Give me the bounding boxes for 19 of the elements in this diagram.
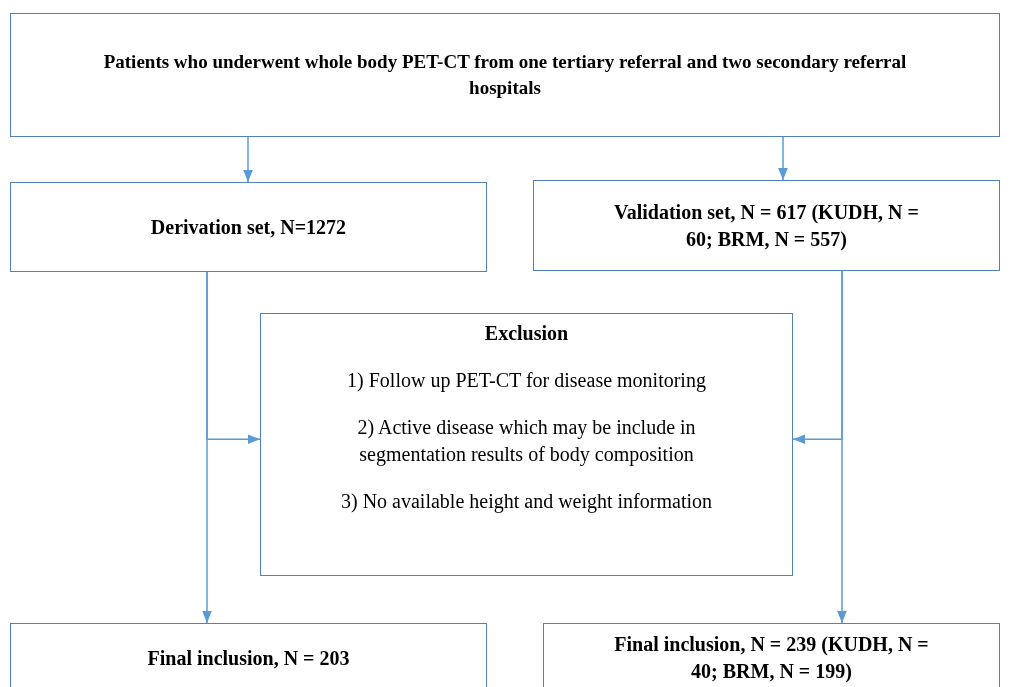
arrow: [837, 270, 847, 624]
process-box: [533, 180, 1000, 271]
exclusion-item: 3) No available height and weight information: [341, 489, 712, 515]
arrow: [243, 136, 253, 183]
exclusion-item: 2) Active disease which may be include in segmentation results of body composition: [356, 415, 697, 468]
exclusion-item: 1) Follow up PET-CT for disease monitoring: [347, 368, 706, 394]
box-heading: Validation set, N = 617 (KUDH, N = 60; BRM, N = 557): [613, 199, 920, 253]
process-box: [10, 182, 487, 272]
arrow: [778, 136, 788, 181]
process-box: [543, 623, 1000, 687]
process-box: [260, 313, 793, 576]
arrow: [202, 271, 212, 624]
box-heading: Derivation set, N=1272: [150, 214, 347, 240]
box-heading: Final inclusion, N = 203: [147, 645, 350, 671]
box-heading: Patients who underwent whole body PET-CT from one tertiary referral and two secondary referral hospitals: [102, 50, 908, 100]
box-heading: Exclusion: [484, 321, 569, 346]
process-box: [10, 623, 487, 687]
box-heading: Final inclusion, N = 239 (KUDH, N = 40; BRM, N = 199): [613, 632, 930, 685]
process-box: [10, 13, 1000, 137]
